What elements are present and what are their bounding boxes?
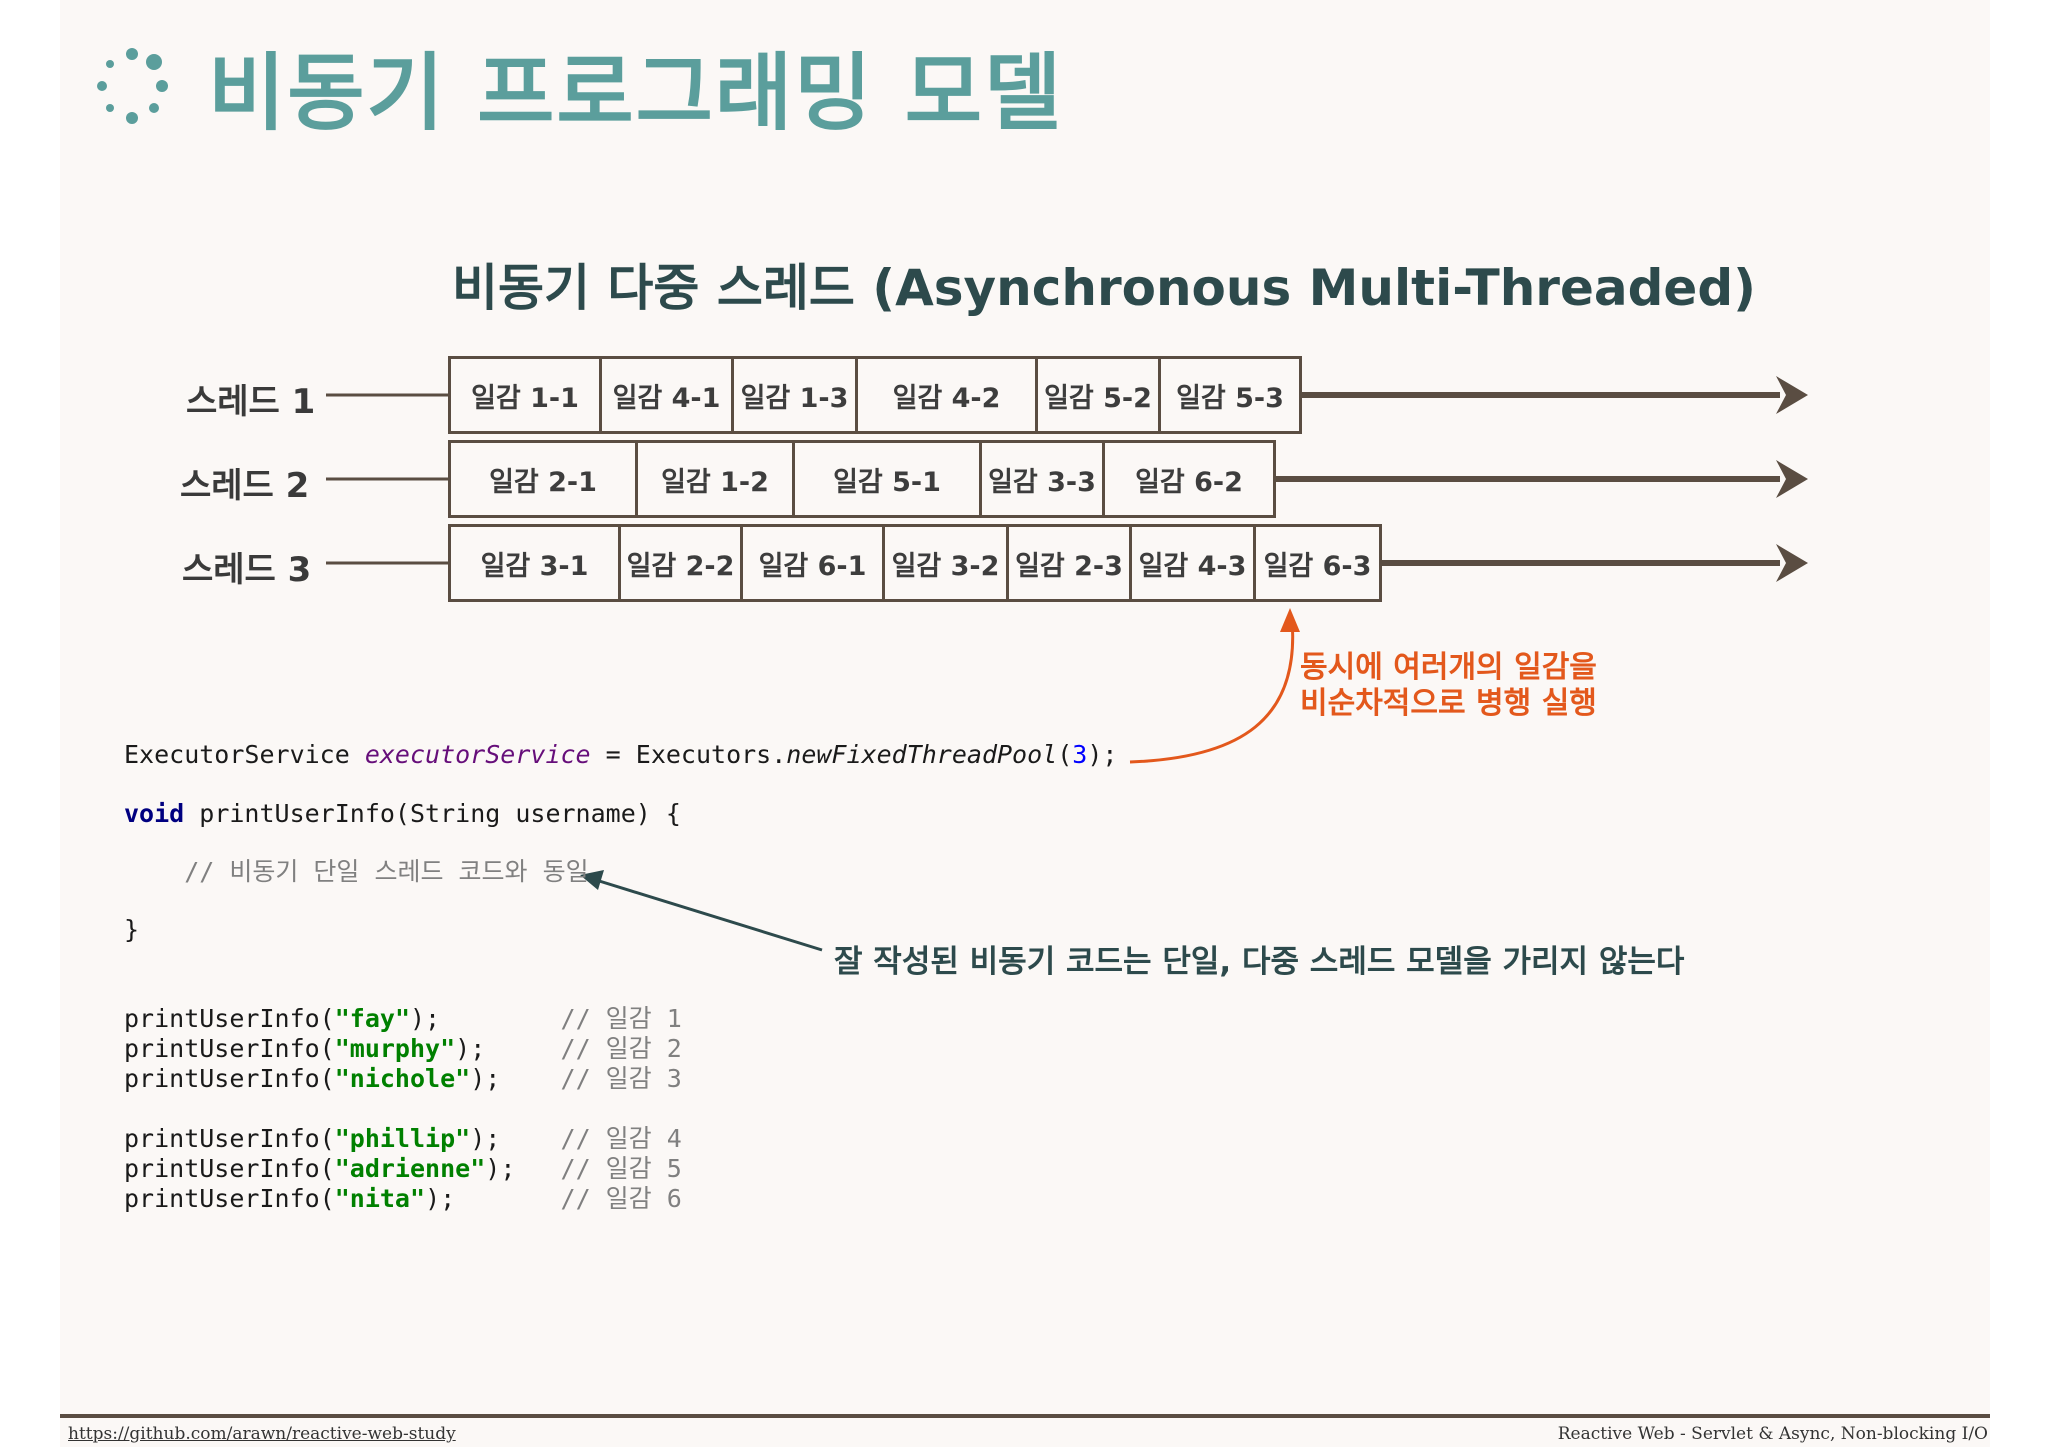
task-cell: 일감 2-2 — [618, 524, 743, 602]
thread-3-label: 스레드 3 — [182, 550, 312, 590]
slide-background — [60, 0, 1990, 1447]
code-executor-line: ExecutorService executorService = Execut… — [124, 740, 1118, 769]
thread-2-label: 스레드 2 — [180, 466, 310, 506]
code-call-line: printUserInfo("nita"); // 일감 6 — [124, 1184, 682, 1213]
task-cell: 일감 5-3 — [1158, 356, 1302, 434]
task-cell: 일감 5-1 — [792, 440, 982, 518]
code-call-line: printUserInfo("murphy"); // 일감 2 — [124, 1034, 682, 1063]
task-cell: 일감 1-3 — [731, 356, 858, 434]
task-cell: 일감 4-3 — [1129, 524, 1256, 602]
task-cell: 일감 2-3 — [1006, 524, 1132, 602]
code-call-line: printUserInfo("nichole"); // 일감 3 — [124, 1064, 682, 1093]
task-cell: 일감 5-2 — [1035, 356, 1161, 434]
task-cell: 일감 1-2 — [635, 440, 795, 518]
task-cell: 일감 6-3 — [1253, 524, 1382, 602]
model-agnostic-note: 잘 작성된 비동기 코드는 단일, 다중 스레드 모델을 가리지 않는다 — [834, 944, 1685, 980]
code-call-line: printUserInfo("phillip"); // 일감 4 — [124, 1124, 682, 1153]
task-cell: 일감 6-2 — [1102, 440, 1276, 518]
footer-repo-link[interactable]: https://github.com/arawn/reactive-web-st… — [68, 1424, 456, 1444]
task-cell: 일감 4-1 — [599, 356, 734, 434]
footer-course-title: Reactive Web - Servlet & Async, Non-bloc… — [1557, 1424, 1988, 1444]
diagram-subtitle: 비동기 다중 스레드 (Asynchronous Multi-Threaded) — [452, 259, 1756, 317]
task-cell: 일감 4-2 — [855, 356, 1038, 434]
code-call-line: printUserInfo("fay"); // 일감 1 — [124, 1004, 682, 1033]
thread-1-label: 스레드 1 — [186, 382, 316, 422]
code-call-line: printUserInfo("adrienne"); // 일감 5 — [124, 1154, 682, 1183]
task-cell: 일감 3-2 — [882, 524, 1009, 602]
parallel-execution-note: 동시에 여러개의 일감을 비순차적으로 병행 실행 — [1300, 650, 1597, 721]
code-method-signature: void printUserInfo(String username) { — [124, 799, 681, 828]
task-cell: 일감 6-1 — [740, 524, 885, 602]
task-cell: 일감 1-1 — [448, 356, 602, 434]
model-pointer-arrow — [595, 878, 823, 952]
task-cell: 일감 3-1 — [448, 524, 621, 602]
task-cell: 일감 3-3 — [979, 440, 1105, 518]
loading-dots-icon — [97, 48, 168, 124]
page-title: 비동기 프로그래밍 모델 — [208, 44, 1064, 142]
footer-divider — [60, 1414, 1990, 1418]
task-cell: 일감 2-1 — [448, 440, 638, 518]
code-body-comment: // 비동기 단일 스레드 코드와 동일 — [124, 857, 589, 886]
code-close-brace: } — [124, 915, 140, 944]
parallel-pointer-arrow — [1129, 619, 1295, 764]
